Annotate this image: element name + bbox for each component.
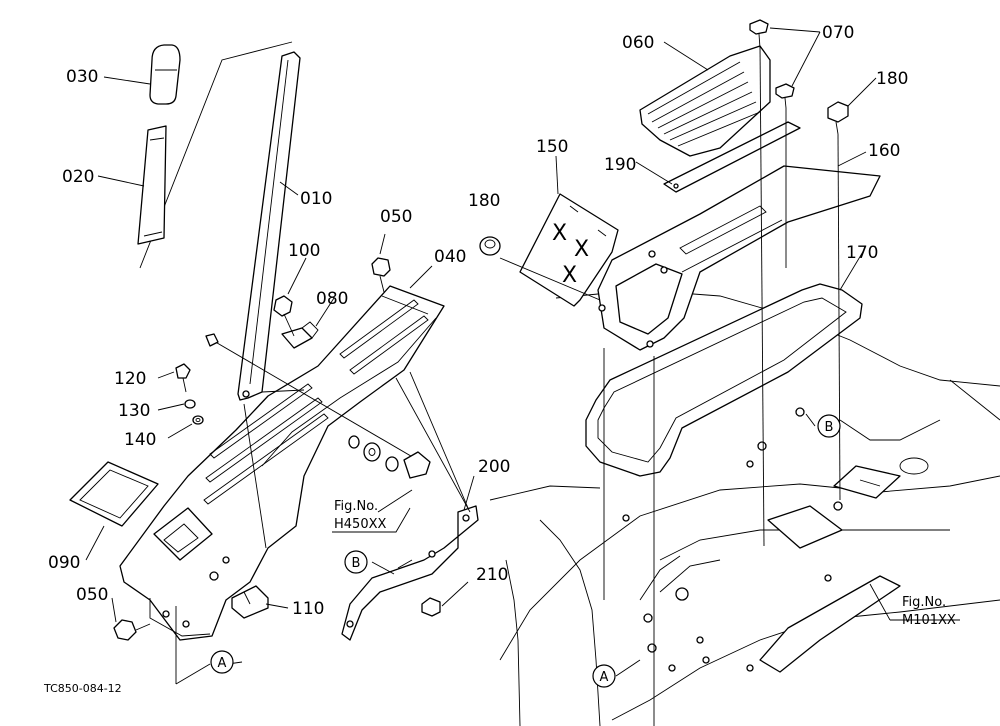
- part-lever-010: [237, 51, 301, 401]
- label-120: 120: [114, 369, 146, 389]
- figref-h450xx: [332, 507, 411, 533]
- label-170: 170: [846, 243, 878, 263]
- label-040: 040: [434, 247, 466, 267]
- leaders-right: [555, 27, 960, 677]
- part-washer-140: [192, 415, 204, 425]
- part-boot-060: [639, 45, 771, 157]
- label-070: 070: [822, 23, 854, 43]
- part-bolt-210: [421, 597, 441, 617]
- decal-marks: X X X: [552, 221, 589, 288]
- label-050-upper: 050: [380, 207, 412, 227]
- svg-text:A: A: [600, 670, 609, 685]
- figref-h450-line1: Fig.No.: [334, 499, 378, 514]
- label-210: 210: [476, 565, 508, 585]
- figure-references: Fig.No. H450XX Fig.No. M101XX: [334, 499, 956, 628]
- lever-outline: [139, 41, 293, 269]
- decal-x-2: X: [574, 237, 589, 262]
- label-050-lower: 050: [76, 585, 108, 605]
- ref-b-left: B: [344, 550, 368, 574]
- svg-text:A: A: [218, 656, 227, 671]
- label-200: 200: [478, 457, 510, 477]
- label-190: 190: [604, 155, 636, 175]
- part-bracket-200: [341, 505, 479, 641]
- part-pin-070: [749, 19, 795, 109]
- figure-caption: TC850-084-12: [43, 682, 122, 695]
- part-nut-050-upper: [371, 257, 391, 293]
- figref-h450-line2: H450XX: [334, 517, 386, 532]
- part-gasket-090: [69, 461, 159, 527]
- part-knob-030: [149, 44, 181, 105]
- part-plate-190: [663, 121, 801, 193]
- label-080: 080: [316, 289, 348, 309]
- label-020: 020: [62, 167, 94, 187]
- label-030: 030: [66, 67, 98, 87]
- part-clip-110: [231, 585, 269, 619]
- part-bolt-180-top: [827, 101, 849, 135]
- part-bolt-180-left: [479, 236, 501, 256]
- part-bracket-080: [281, 321, 319, 349]
- part-screw-120: [175, 363, 191, 393]
- label-060: 060: [622, 33, 654, 53]
- reference-markers: A B B A: [210, 414, 841, 688]
- label-110: 110: [292, 599, 324, 619]
- label-130: 130: [118, 401, 150, 421]
- label-180-top: 180: [876, 69, 908, 89]
- figref-m101-line1: Fig.No.: [902, 595, 946, 610]
- svg-text:B: B: [825, 420, 834, 435]
- part-nut-050-lower: [113, 619, 151, 641]
- label-140: 140: [124, 430, 156, 450]
- part-cover-plate-160: [597, 165, 881, 351]
- projection-lines: [499, 45, 841, 726]
- part-gasket-170: [585, 283, 863, 477]
- label-010: 010: [300, 189, 332, 209]
- pivot-hardware: [205, 333, 431, 479]
- part-bolt-100: [273, 295, 295, 337]
- label-150: 150: [536, 137, 568, 157]
- decal-x-1: X: [552, 221, 567, 246]
- decal-x-3: X: [562, 263, 577, 288]
- part-decal-150: [519, 193, 619, 307]
- svg-text:B: B: [352, 556, 361, 571]
- ref-b-right: B: [817, 414, 841, 438]
- label-160: 160: [868, 141, 900, 161]
- ref-a-right: A: [592, 664, 616, 688]
- part-labels: 030 020 010 050 040 100 080 120 130 140 …: [48, 23, 908, 619]
- part-base-plate-040: [119, 285, 445, 641]
- label-090: 090: [48, 553, 80, 573]
- label-100: 100: [288, 241, 320, 261]
- figref-m101-line2: M101XX: [902, 613, 956, 628]
- leaders-left: [85, 76, 475, 685]
- label-180-left: 180: [468, 191, 500, 211]
- ref-a-left: A: [210, 650, 234, 674]
- part-washer-130: [184, 399, 196, 409]
- part-grip-020: [137, 125, 167, 245]
